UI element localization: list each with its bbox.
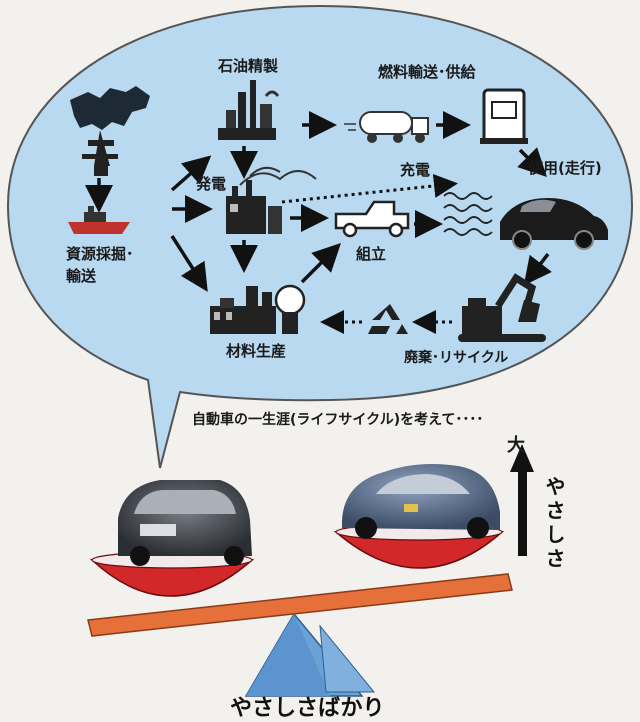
label-use-driving: 使用(走行) — [528, 159, 602, 177]
sports-car-icon — [500, 198, 608, 250]
emission-lines — [443, 192, 493, 236]
oil-rig-icon — [82, 130, 118, 176]
label-resource-extraction-2: 輸送 — [66, 267, 97, 285]
refinery-icon — [218, 80, 280, 140]
label-disposal-recycle: 廃棄･リサイクル — [404, 350, 509, 366]
power-plant-icon — [226, 166, 317, 234]
label-assembly: 組立 — [356, 245, 387, 263]
label-resource-extraction-1: 資源採掘･ — [66, 245, 134, 263]
up-arrow-icon — [510, 444, 534, 556]
world-map-icon — [70, 86, 150, 130]
bottom-title: やさしさばかり — [230, 696, 385, 721]
pickup-truck-icon — [334, 200, 410, 238]
ev-car-photo — [341, 464, 500, 539]
recycle-icon — [368, 304, 408, 334]
caption: 自動車の一生涯(ライフサイクル)を考えて････ — [192, 412, 484, 428]
fuel-pump-icon — [480, 88, 528, 144]
label-gentleness: やさしさ — [542, 476, 566, 572]
ship-icon — [68, 206, 130, 234]
label-fuel-transport: 燃料輸送･供給 — [378, 63, 476, 81]
seesaw-icon — [87, 523, 513, 697]
label-big: 大 — [507, 435, 525, 456]
factory-icon — [210, 284, 306, 334]
label-charging: 充電 — [400, 161, 431, 179]
label-oil-refining: 石油精製 — [218, 57, 279, 75]
speech-bubble — [6, 4, 634, 469]
small-car-photo — [118, 480, 252, 566]
label-power-generation: 発電 — [196, 175, 227, 193]
excavator-icon — [458, 273, 546, 342]
label-material-production: 材料生産 — [226, 342, 287, 360]
tanker-truck-icon — [344, 111, 429, 143]
